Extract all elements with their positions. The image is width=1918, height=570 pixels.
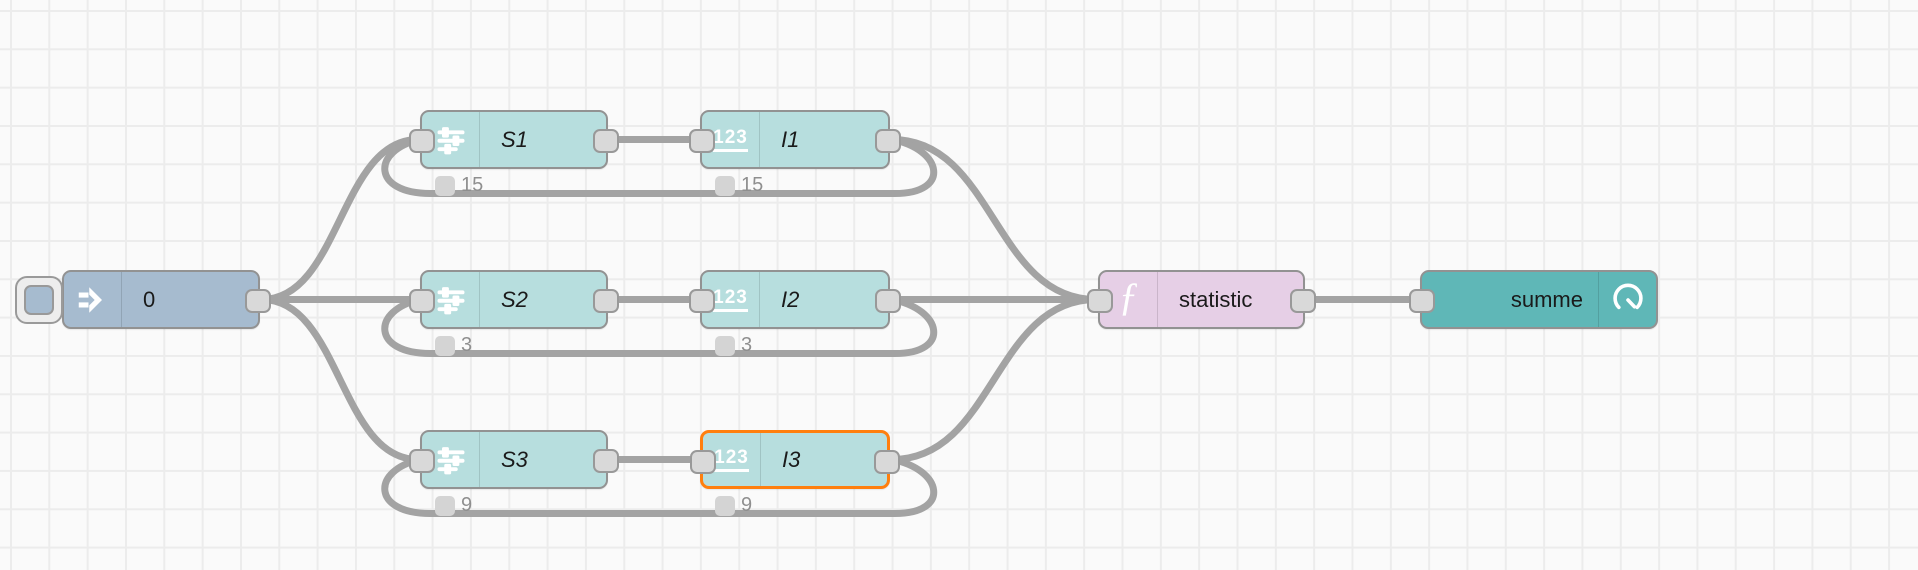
status-indicator-icon <box>435 495 455 516</box>
wire-i2-to-s2[interactable] <box>381 296 938 357</box>
status-text: 3 <box>461 334 473 356</box>
status-indicator-icon <box>435 335 455 356</box>
function-icon-text: ƒ <box>1118 273 1139 319</box>
sliders-icon <box>422 432 480 487</box>
sliders-icon <box>422 272 480 327</box>
status-indicator-icon <box>715 495 735 516</box>
input-port[interactable] <box>1409 289 1435 313</box>
node-statistic[interactable]: ƒ statistic <box>1087 270 1316 329</box>
number-123-icon-text: 123 <box>713 128 748 152</box>
status-indicator-icon <box>715 335 735 356</box>
inject-arrow-icon <box>64 272 122 327</box>
input-port[interactable] <box>1087 289 1113 313</box>
output-port[interactable] <box>593 129 619 153</box>
node-label: 0 <box>143 286 156 312</box>
wire-i3-to-statistic[interactable] <box>888 296 1100 463</box>
status-text: 15 <box>461 174 484 196</box>
node-status: 3 <box>715 334 752 357</box>
number-123-icon: 123 <box>702 272 760 327</box>
number-123-icon-text: 123 <box>713 288 748 312</box>
input-port[interactable] <box>689 289 715 313</box>
node-summe[interactable]: summe <box>1409 270 1658 329</box>
output-port[interactable] <box>245 289 271 313</box>
status-indicator-icon <box>435 175 455 196</box>
node-label: S1 <box>501 126 528 152</box>
wire-inject0-to-s3[interactable] <box>258 296 422 463</box>
sliders-icon <box>422 112 480 167</box>
node-inject-0[interactable]: 0 <box>15 270 271 329</box>
input-port[interactable] <box>409 289 435 313</box>
output-port[interactable] <box>1290 289 1316 313</box>
output-port[interactable] <box>874 450 900 474</box>
number-123-icon: 123 <box>702 112 760 167</box>
node-label: I2 <box>781 286 800 312</box>
number-123-icon-text: 123 <box>714 448 749 472</box>
node-label: I3 <box>782 446 801 472</box>
node-label: I1 <box>781 126 800 152</box>
node-i1[interactable]: 123 I1 <box>689 110 901 169</box>
function-icon: ƒ <box>1100 272 1158 327</box>
node-status: 3 <box>435 334 472 357</box>
node-label: statistic <box>1179 286 1253 312</box>
node-s1[interactable]: S1 <box>409 110 619 169</box>
node-s2[interactable]: S2 <box>409 270 619 329</box>
output-port[interactable] <box>593 449 619 473</box>
output-port[interactable] <box>875 129 901 153</box>
number-123-icon: 123 <box>703 433 761 486</box>
node-i3[interactable]: 123 I3 <box>690 430 900 489</box>
input-port[interactable] <box>690 450 716 474</box>
node-status: 15 <box>715 174 763 197</box>
status-text: 3 <box>741 334 753 356</box>
input-port[interactable] <box>689 129 715 153</box>
input-port[interactable] <box>409 129 435 153</box>
inject-trigger-button[interactable] <box>15 276 63 324</box>
node-label: S2 <box>501 286 528 312</box>
output-port[interactable] <box>875 289 901 313</box>
node-i2[interactable]: 123 I2 <box>689 270 901 329</box>
wire-i1-to-s1[interactable] <box>381 136 938 197</box>
wire-inject0-to-s1[interactable] <box>258 136 422 303</box>
node-label: S3 <box>501 446 528 472</box>
node-status: 9 <box>715 494 752 517</box>
gauge-icon <box>1598 272 1656 327</box>
inject-trigger-button-inner <box>24 285 54 315</box>
node-status: 9 <box>435 494 472 517</box>
node-label: summe <box>1510 286 1583 312</box>
status-text: 9 <box>741 494 753 516</box>
input-port[interactable] <box>409 449 435 473</box>
node-s3[interactable]: S3 <box>409 430 619 489</box>
status-text: 15 <box>741 174 764 196</box>
status-indicator-icon <box>715 175 735 196</box>
status-text: 9 <box>461 494 473 516</box>
wire-i3-to-s3[interactable] <box>381 456 938 517</box>
wire-i1-to-statistic[interactable] <box>888 136 1100 303</box>
output-port[interactable] <box>593 289 619 313</box>
node-status: 15 <box>435 174 483 197</box>
